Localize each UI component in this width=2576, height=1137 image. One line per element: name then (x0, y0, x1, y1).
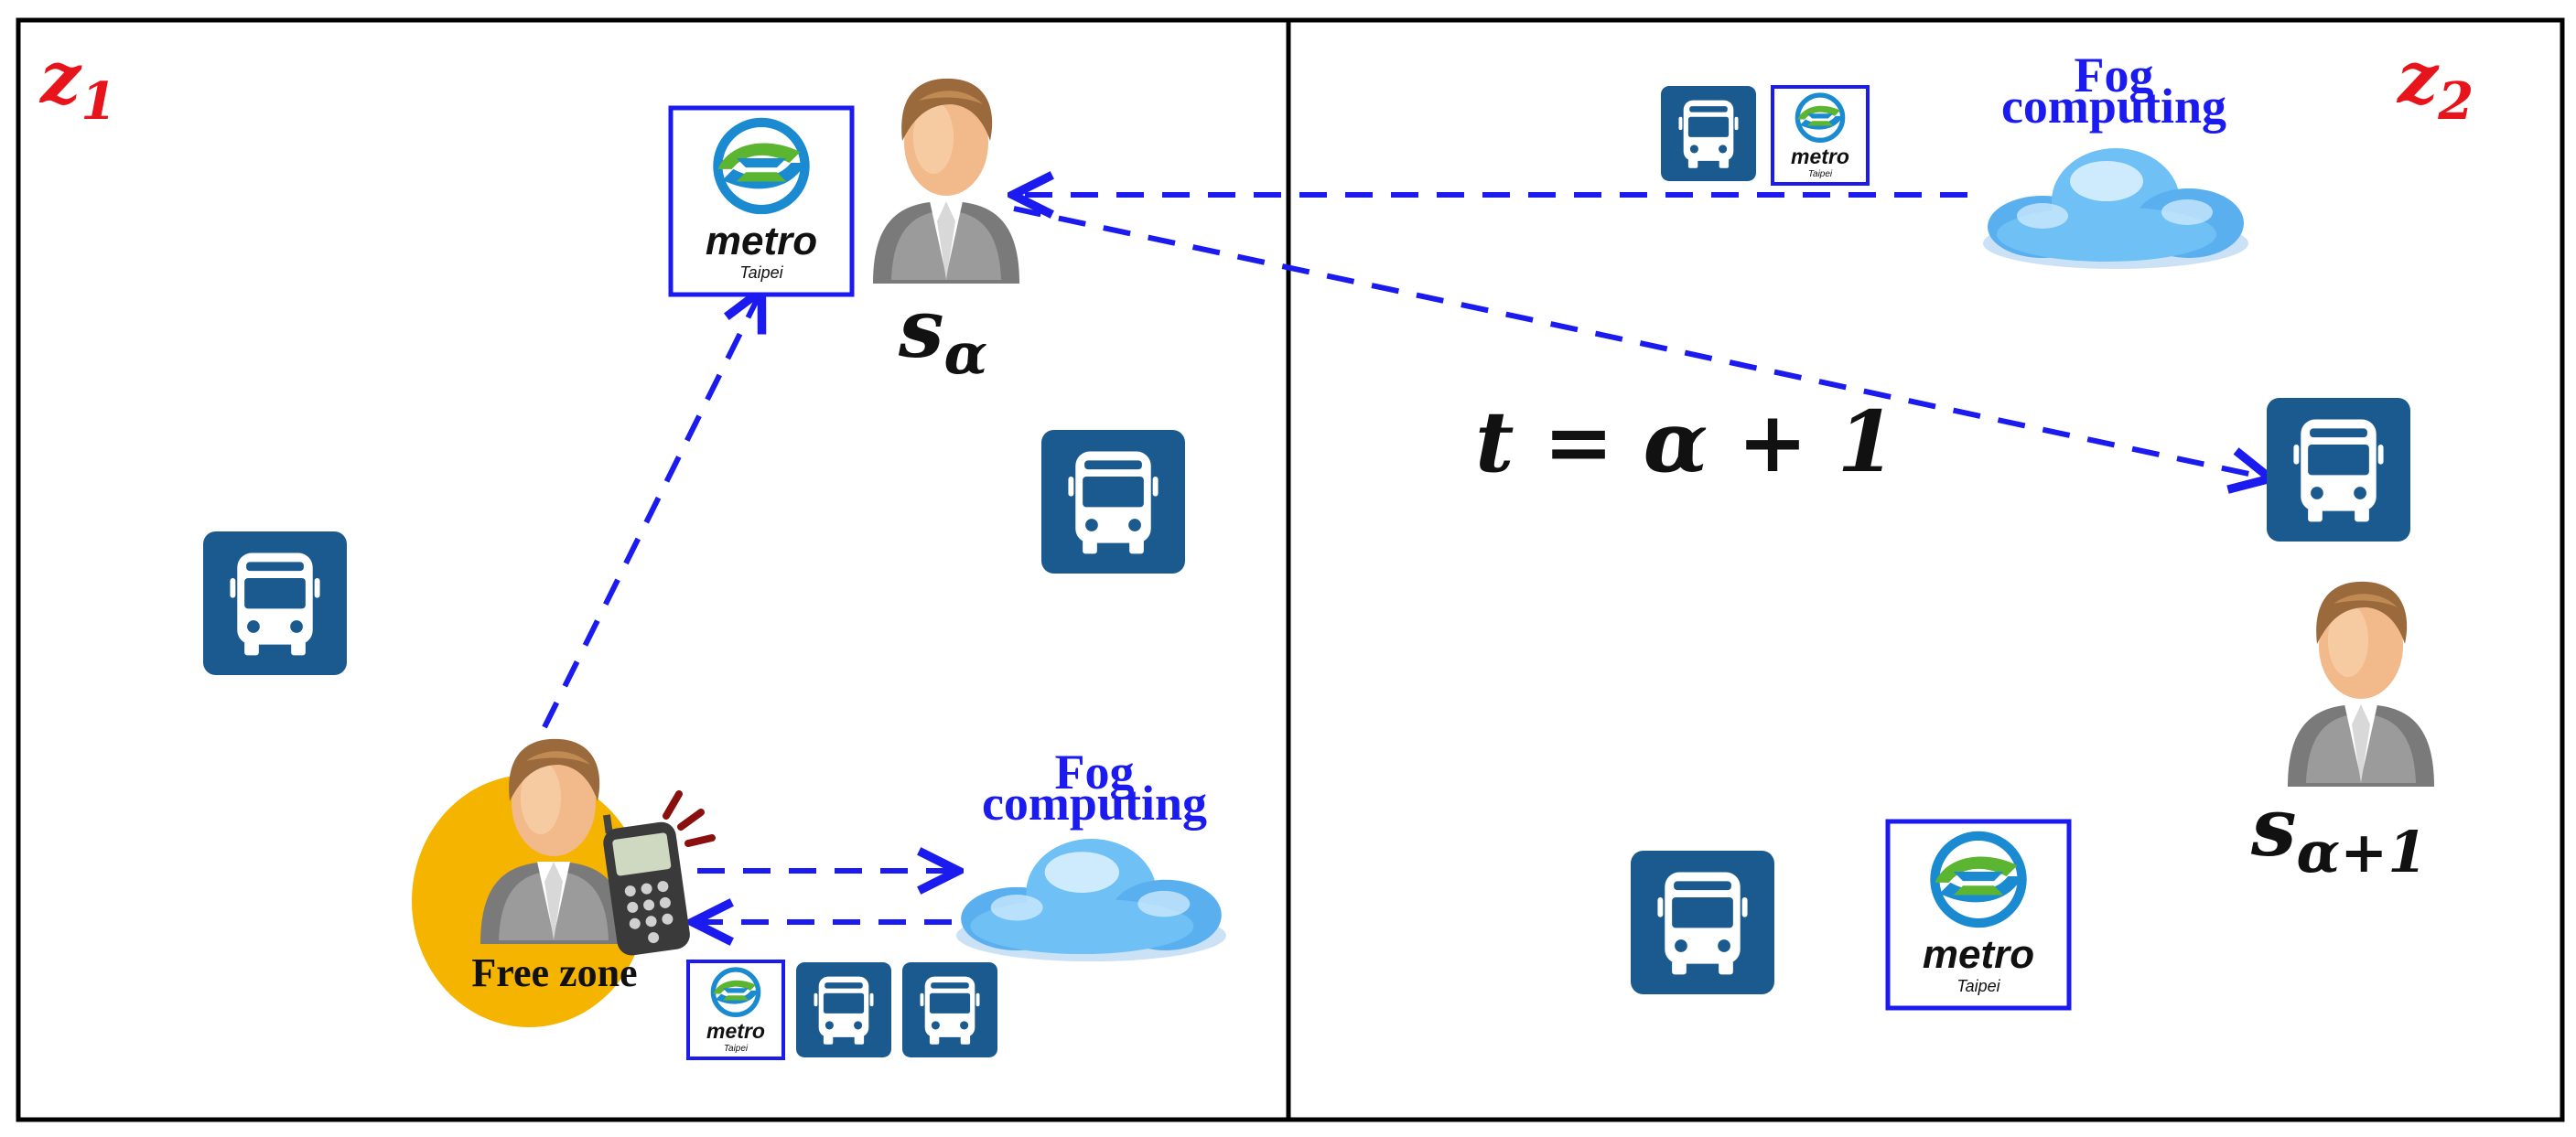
metro-wordmark: metro (1923, 932, 2034, 977)
metro-city: Taipei (724, 1044, 749, 1054)
person-icon-station-alpha (873, 78, 1019, 284)
metro-logo-zone2-bottom: metro Taipei (1885, 819, 2072, 1011)
metro-city: Taipei (739, 263, 783, 282)
cloud-icon (1983, 148, 2248, 269)
bus-icon (2267, 398, 2410, 542)
zone-label-z2: z2 (2396, 37, 2474, 132)
metro-logo-small-bottom: metro Taipei (686, 960, 785, 1060)
arrow-user-to-metro (542, 295, 760, 729)
fog-computing-bottom: Fog computing (956, 745, 1226, 962)
metro-city: Taipei (1808, 169, 1833, 179)
bus-icon (1661, 86, 1756, 181)
arrows (542, 195, 2266, 922)
fog-computing-top: Fog computing (1983, 48, 2248, 269)
zone-label-z1: z1 (38, 37, 116, 132)
arrow-station-to-bus (1013, 206, 2266, 477)
station-label-s-alpha: sα (898, 281, 987, 387)
metro-wordmark: metro (706, 1019, 765, 1043)
signal-waves-icon (663, 790, 716, 847)
bus-icon (203, 531, 347, 675)
metro-logo-small-top: metro Taipei (1771, 85, 1870, 186)
free-zone-label: Free zone (471, 950, 637, 995)
bus-icon (902, 962, 997, 1057)
mobile-phone-icon (602, 814, 690, 956)
fog-label-line2: computing (2001, 79, 2226, 134)
fog-label-line1: Fog (1055, 745, 1135, 799)
metro-wordmark: metro (1791, 145, 1849, 168)
fog-label-line2: computing (982, 776, 1207, 831)
metro-wordmark: metro (706, 219, 817, 263)
bus-icon (1041, 430, 1185, 574)
station-label-s-alpha-plus-1: sα+1 (2250, 779, 2427, 885)
metro-logo-station-alpha: metro Taipei (668, 105, 855, 297)
free-zone-user: Free zone (412, 738, 716, 1027)
fog-label-line1: Fog (2075, 48, 2154, 102)
time-label: t = α + 1 (1475, 392, 1896, 491)
metro-city: Taipei (1956, 977, 2000, 995)
cloud-icon (956, 838, 1226, 962)
person-icon-station-alpha-plus-1 (2288, 581, 2434, 787)
bus-icon (1631, 851, 1774, 994)
bus-icon (796, 962, 891, 1057)
